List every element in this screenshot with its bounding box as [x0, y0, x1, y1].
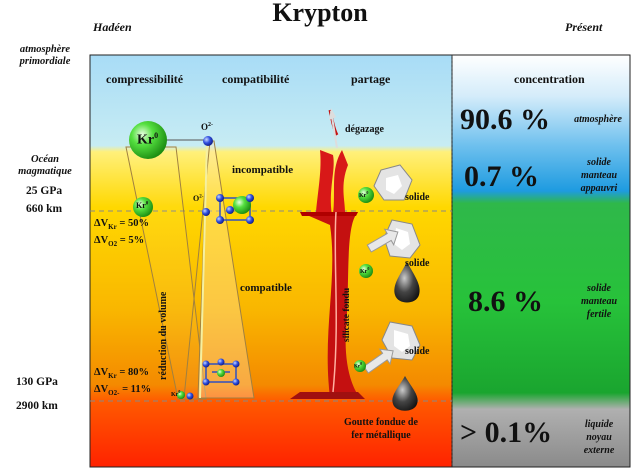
- label-solid-2: solide: [405, 258, 430, 269]
- era-present: Présent: [565, 20, 603, 34]
- lattice-compatible: [202, 358, 240, 386]
- label-25gpa: 25 GPa: [26, 185, 63, 197]
- era-hadean: Hadéen: [93, 20, 132, 34]
- kr-b-label: Kr0: [360, 266, 370, 275]
- page-title: Krypton: [272, 0, 368, 27]
- magma-conduit: [290, 108, 365, 399]
- kr-mid-label: Kr0: [136, 201, 149, 210]
- header-concentration: concentration: [514, 72, 585, 86]
- label-degassing: dégazage: [345, 124, 384, 135]
- header-compressibility: compressibilité: [106, 72, 184, 86]
- header-compatibility: compatibilité: [222, 72, 290, 86]
- header-partition: partage: [351, 72, 391, 86]
- kr0-large-atom: [129, 121, 167, 159]
- kr0-small-atom: [177, 391, 185, 399]
- conc-atmosphere-desc: atmosphère: [574, 114, 622, 125]
- iron-drop-2: [392, 376, 418, 411]
- label-silicate-melt: silicate fondu: [342, 287, 352, 342]
- kr-a-label: Kr0: [359, 190, 369, 199]
- label-2900km: 2900 km: [16, 400, 58, 412]
- o2-atom-mid: [202, 208, 210, 216]
- kr0-mid-atom: [133, 197, 153, 217]
- conc-outer-core-value: > 0.1%: [460, 416, 553, 449]
- label-metal-drop: Goutte fondue de fer métallique: [344, 417, 418, 441]
- iron-drop-1: [394, 262, 420, 303]
- concentration-panel: [451, 54, 631, 468]
- o2-atom-top: [203, 136, 213, 146]
- label-solid-1: solide: [405, 192, 430, 203]
- kr0-label: Kr0: [137, 131, 159, 148]
- kr-bottom-label: Kr0: [171, 389, 181, 398]
- label-incompatible: incompatible: [232, 164, 294, 176]
- conc-fertile-mantle-value: 8.6 %: [468, 285, 543, 318]
- kr-atom-c: [354, 360, 366, 372]
- conc-depleted-mantle-desc: solide manteau appauvri: [580, 157, 618, 194]
- label-magma-ocean: Océan magmatique: [18, 154, 72, 177]
- kr-atom-b: [359, 264, 373, 278]
- label-volume-reduction: réduction du volume: [158, 291, 169, 380]
- crystal-2: [383, 219, 421, 259]
- label-atmosphere-primordial: atmosphère primordiale: [19, 44, 71, 67]
- conc-atmosphere-value: 90.6 %: [460, 103, 550, 136]
- label-660km: 660 km: [26, 203, 63, 215]
- kr-atom-a: [358, 187, 374, 203]
- conc-outer-core-desc: liquide noyau externe: [583, 419, 615, 456]
- delta-v-upper: ΔVKr = 50% ΔVO2 = 5%: [94, 218, 149, 249]
- o2-label-top: O2-: [201, 122, 214, 132]
- conc-depleted-mantle-value: 0.7 %: [464, 160, 539, 193]
- crystal-1: [373, 164, 413, 201]
- o2-label-mid: O2-: [193, 194, 204, 203]
- conc-fertile-mantle-desc: solide manteau fertile: [580, 283, 618, 320]
- label-compatible: compatible: [240, 282, 292, 294]
- label-solid-3: solide: [405, 346, 430, 357]
- label-130gpa: 130 GPa: [16, 376, 58, 388]
- delta-v-lower: ΔVKr = 80% ΔVO2- = 11%: [94, 367, 152, 398]
- o2-atom-bottom: [186, 392, 194, 400]
- lattice-incompatible: [216, 194, 254, 224]
- kr-c-label: Kr0: [354, 361, 363, 370]
